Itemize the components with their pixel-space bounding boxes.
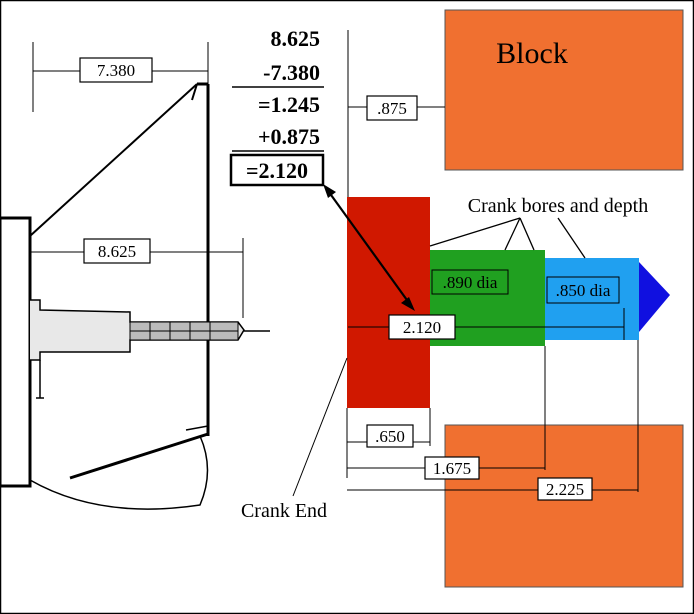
crank-end (347, 197, 430, 408)
part-drawing (0, 82, 270, 510)
dim-650-box (366, 424, 414, 448)
dim-8625-label: 8.625 (98, 242, 136, 261)
lower-cone-tail (29, 435, 209, 510)
bore-tip (639, 262, 670, 332)
dim-875-label: .875 (377, 99, 407, 118)
calc-result: =2.120 (246, 158, 308, 183)
crank-end-leader (292, 357, 348, 497)
dim-7380-box (79, 57, 153, 83)
dim-650-label: .650 (375, 427, 405, 446)
dia-890-box (431, 269, 509, 295)
dim-875-box (366, 95, 418, 121)
calc-line-4: +0.875 (258, 124, 320, 149)
dia-850-label: .850 dia (556, 281, 611, 300)
dia-850-box (546, 276, 620, 304)
calc-line-2: -7.380 (263, 60, 320, 85)
upper-cone-lip2 (191, 83, 198, 101)
dim-2225-label: 2.225 (546, 480, 584, 499)
calc-line-3: =1.245 (258, 92, 320, 117)
lower-cone-step (185, 425, 209, 431)
calc-line-1: 8.625 (271, 26, 321, 51)
dim-2120-box (388, 314, 456, 340)
dim-1675-box (424, 456, 480, 480)
crank-end-label: Crank End (241, 500, 327, 522)
calculation-block: 8.625 -7.380 =1.245 +0.875 =2.120 (229, 26, 325, 187)
crank-bores-leaders (429, 217, 586, 259)
dia-890-label: .890 dia (443, 273, 498, 292)
dim-2225-box (537, 477, 593, 501)
block-upper (444, 9, 684, 171)
block-label: Block (496, 37, 568, 70)
dim-7380-label: 7.380 (97, 61, 135, 80)
flange-plate (0, 216, 32, 488)
dim-2120-label: 2.120 (403, 318, 441, 337)
crank-bores-label: Crank bores and depth (468, 195, 649, 217)
dim-8625-box (83, 238, 151, 264)
dim-1675-label: 1.675 (433, 459, 471, 478)
calc-result-box (229, 153, 325, 187)
upper-cone-edge (29, 83, 198, 237)
block-lower (444, 424, 684, 588)
result-arrow (323, 184, 415, 311)
lower-cone-edge (69, 432, 209, 480)
